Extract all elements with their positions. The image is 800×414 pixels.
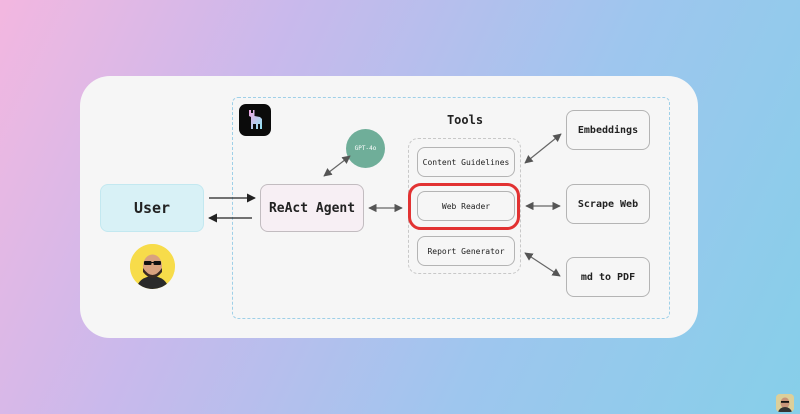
llama-logo-icon — [239, 104, 271, 136]
tool-label: Content Guidelines — [422, 157, 510, 167]
service-embeddings: Embeddings — [566, 110, 650, 150]
arrow-agent-gpt — [323, 155, 351, 177]
react-agent-node: ReAct Agent — [260, 184, 364, 232]
react-agent-label: ReAct Agent — [268, 200, 356, 216]
web-reader-highlight — [408, 183, 520, 230]
user-avatar-icon — [130, 244, 175, 289]
tool-web-reader: Web Reader — [417, 191, 515, 221]
service-scrape-web: Scrape Web — [566, 184, 650, 224]
arrow-tools-embeddings — [524, 133, 562, 164]
presenter-avatar-icon — [776, 394, 794, 412]
tool-label: Web Reader — [441, 201, 491, 211]
service-label: Embeddings — [577, 124, 639, 136]
service-label: md to PDF — [580, 271, 636, 283]
service-label: Scrape Web — [577, 198, 639, 210]
tool-content-guidelines: Content Guidelines — [417, 147, 515, 177]
arrow-report-mdpdf — [524, 252, 561, 277]
user-node: User — [100, 184, 204, 232]
gpt-model-node: GPT-4o — [346, 129, 385, 168]
tool-report-generator: Report Generator — [417, 236, 515, 266]
service-md-to-pdf: md to PDF — [566, 257, 650, 297]
agent-boundary — [232, 97, 670, 319]
tool-label: Report Generator — [427, 246, 505, 256]
tools-title: Tools — [446, 113, 484, 127]
user-label: User — [133, 199, 171, 217]
gpt-model-label: GPT-4o — [354, 145, 377, 152]
